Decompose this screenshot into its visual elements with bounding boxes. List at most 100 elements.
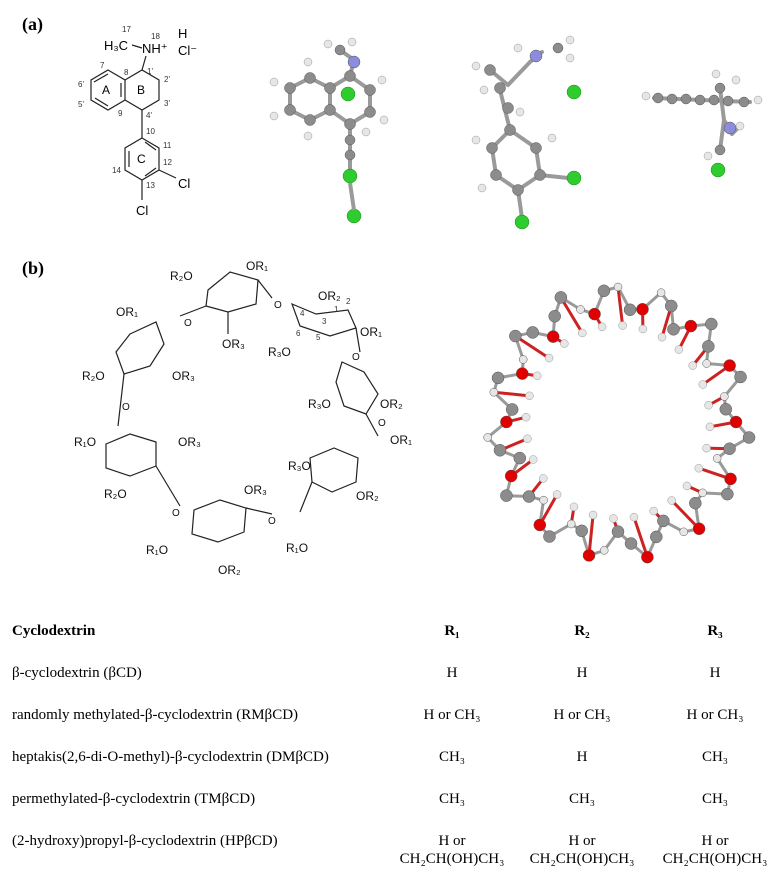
atom-number: 11 [163,141,172,150]
hydrogen-atom [658,333,666,341]
header-r3: R₃ [652,622,778,640]
atom-number: 13 [146,181,155,190]
carbon-atom [527,326,539,338]
hydrogen-atom [484,433,492,441]
substituent-label: OR₁ [116,305,138,319]
row-r2: H [522,748,642,766]
atom-number: 14 [112,166,121,175]
hydrogen-atom [713,454,721,462]
hydrogen-atom [680,528,688,536]
hydrogen-atom [539,474,547,482]
atom-number: 9 [118,109,123,118]
ring-oxygen: O [378,418,386,429]
atom-number: 2' [164,75,170,84]
panel-label-a: (a) [22,14,43,35]
row-r1: CH₃ [392,748,512,766]
cyclodextrin-3d-model [468,262,768,582]
hydrogen-atom [720,393,728,401]
row-name: heptakis(2,6-di-O-methyl)-β-cyclodextrin… [12,748,329,766]
oxygen-atom [534,519,546,531]
carbon-position: 4 [300,309,305,318]
carbon-atom [657,515,669,527]
hydrogen-atom [614,283,622,291]
table-header-row: Cyclodextrin R₁ R₂ R₃ [0,622,778,662]
header-r1: R₁ [392,622,512,640]
oxygen-atom [583,549,595,561]
table-row: (2-hydroxy)propyl-β-cyclodextrin (HPβCD)… [0,832,778,872]
carbon-atom [624,304,636,316]
substituent-label: R₃O [308,397,331,411]
hydrogen-atom [570,503,578,511]
oxygen-atom [641,551,653,563]
row-r2: H or CH₂CH(OH)CH₃ [522,832,642,868]
chloride-label: Cl⁻ [178,43,197,58]
panel-label-b: (b) [22,258,44,279]
ring-c-label: C [137,152,146,166]
ring-oxygen: O [268,516,276,527]
carbon-atom [720,403,732,415]
hydrogen-atom [578,329,586,337]
hydrogen-atom [675,346,683,354]
substituent-label: OR₃ [222,337,245,351]
row-r2: CH₃ [522,790,642,808]
substituent-label: OR₁ [246,259,268,273]
hydrogen-atom [529,456,537,464]
substituent-label: OR₃ [244,483,267,497]
atom-number: 7 [100,61,105,70]
sertraline-structure: H₃C NH⁺ H Cl⁻ A B C Cl Cl 17 18 1' 2' 3'… [60,10,240,250]
ammonium-label: NH⁺ [142,41,168,56]
substituent-label: R₂O [104,487,127,501]
carbon-atom [667,323,679,335]
oxygen-atom [725,473,737,485]
hydrogen-atom [525,392,533,400]
hydrogen-atom [533,372,541,380]
carbon-position: 5 [316,333,321,342]
substituent-label: R₂O [170,269,193,283]
oxygen-atom [516,368,528,380]
atom-number: 12 [163,158,172,167]
row-r2: H [522,664,642,682]
carbon-atom [523,491,535,503]
hydrogen-atom [699,489,707,497]
oxygen-atom [589,308,601,320]
hydrogen-atom [519,355,527,363]
hydrogen-atom [657,289,665,297]
hydrogen-atom [683,482,691,490]
carbon-atom [500,490,512,502]
hydrogen-atom [695,464,703,472]
cyclodextrin-structure: OR₁ R₂O OR₃ OR₂ OR₁ R₃O R₃O OR₂ OR₁ R₃O … [60,252,440,582]
hydrogen-atom [703,444,711,452]
carbon-position: 3 [322,317,327,326]
hydrogen-atom [706,423,714,431]
carbon-atom [514,452,526,464]
header-cyclodextrin: Cyclodextrin [12,622,95,640]
row-r3: CH₃ [652,748,778,766]
hydrogen-atom [630,513,638,521]
chlorine-14-label: Cl [136,203,148,218]
hydrogen-atom [560,340,568,348]
substituent-label: OR₂ [380,397,403,411]
ring-oxygen: O [122,402,130,413]
substituent-label: OR₃ [178,435,201,449]
row-name: randomly methylated-β-cyclodextrin (RMβC… [12,706,298,724]
hydrogen-atom [490,388,498,396]
substituent-label: OR₂ [218,563,241,577]
carbon-position: 2 [346,297,351,306]
ring-oxygen: O [274,300,282,311]
ring-oxygen: O [352,352,360,363]
row-r3: CH₃ [652,790,778,808]
row-name: (2-hydroxy)propyl-β-cyclodextrin (HPβCD) [12,832,278,850]
atom-number: 18 [151,32,160,41]
substituent-label: OR₁ [390,433,412,447]
chlorine-13-label: Cl [178,176,190,191]
carbon-atom [555,291,567,303]
row-r1: H [392,664,512,682]
carbon-position: 1 [334,305,339,314]
atom-number: 3' [164,99,170,108]
header-r2: R₂ [522,622,642,640]
hydrogen-atom [600,546,608,554]
row-r3: H or CH₂CH(OH)CH₃ [652,832,778,868]
carbon-atom [724,443,736,455]
row-name: β-cyclodextrin (βCD) [12,664,142,682]
hydrogen-atom [705,401,713,409]
